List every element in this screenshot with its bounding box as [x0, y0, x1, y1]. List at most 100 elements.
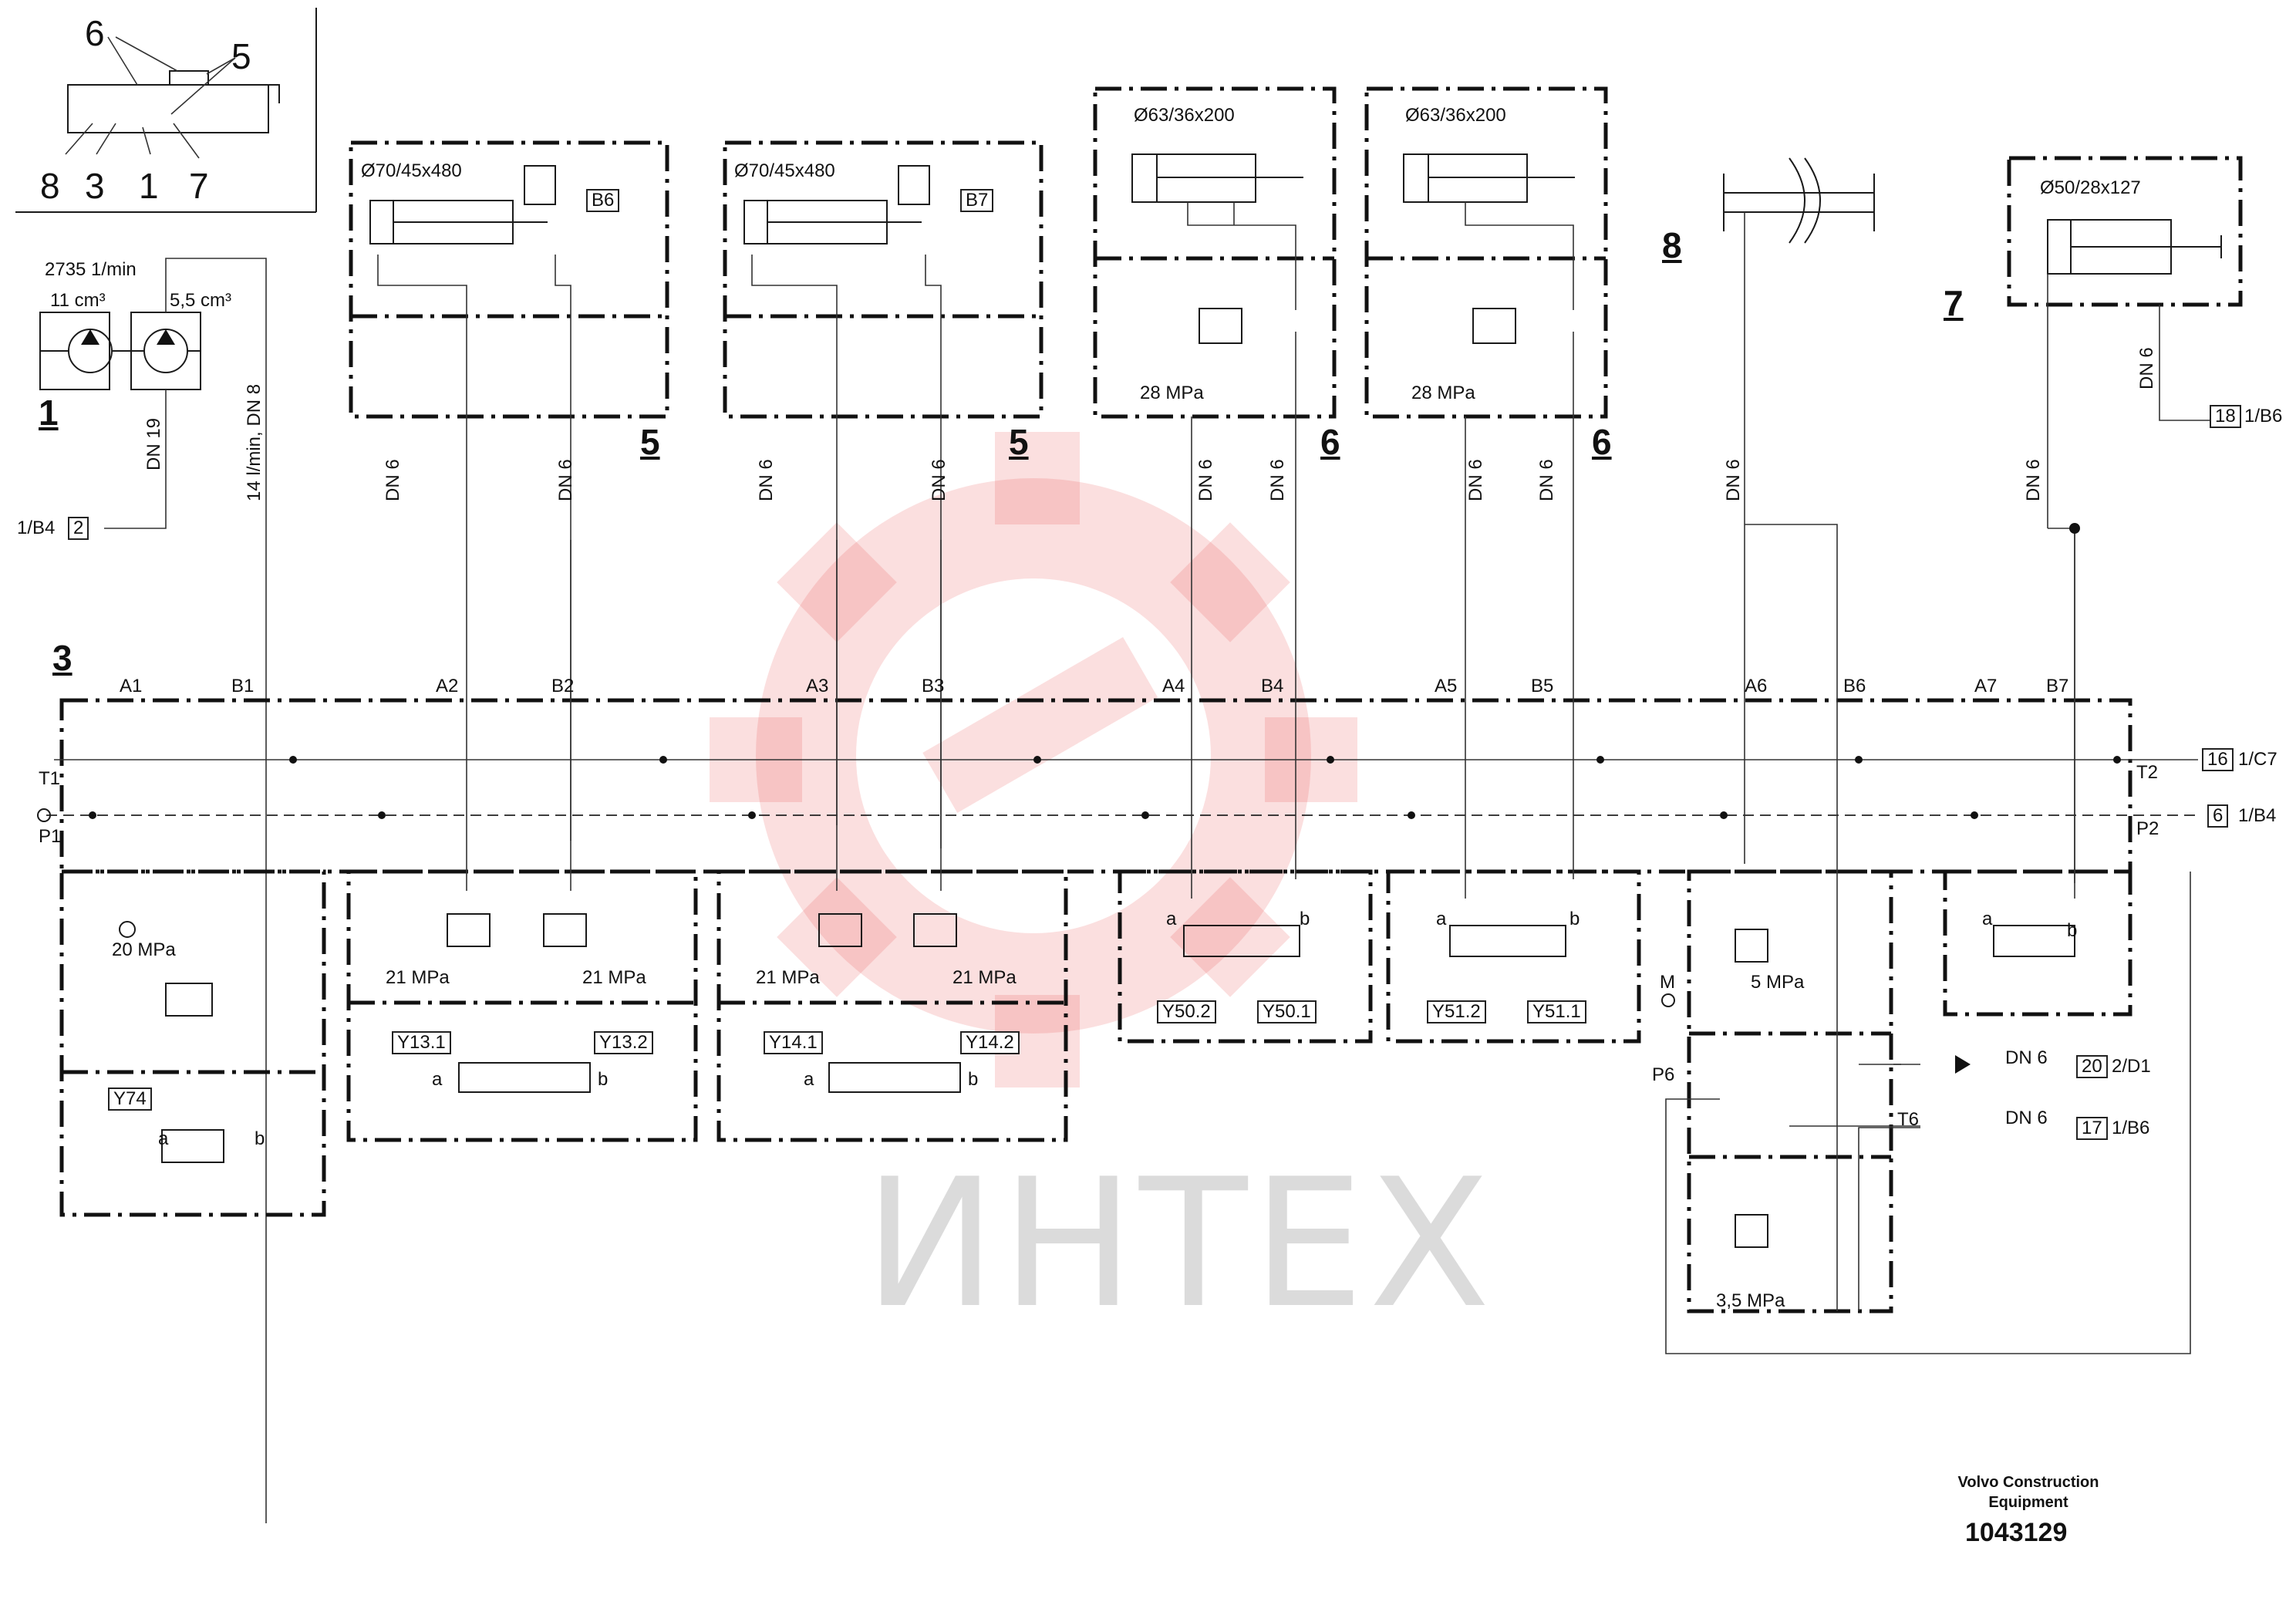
cylinder-box-1: [349, 140, 669, 419]
port-B4: B4: [1261, 676, 1284, 696]
port-A5: A5: [1435, 676, 1458, 696]
valve-spools: [37, 308, 2075, 1248]
cyl1-sensor: B6: [586, 189, 620, 212]
s5-sol-b: Y51.1: [1527, 1000, 1586, 1023]
pump-line-aux: 14 l/min, DN 8: [244, 383, 265, 501]
cylinder-box-4: [1364, 86, 1608, 419]
port-A2: A2: [436, 676, 459, 696]
group-6b: 6: [1592, 422, 1612, 462]
s1-b: b: [255, 1128, 265, 1149]
hose-5: DN 6: [1195, 459, 1216, 501]
s3-b: b: [968, 1069, 979, 1090]
hose-7: DN 6: [1465, 459, 1486, 501]
pump-disp-1: 11 cm³: [50, 290, 106, 311]
pump-disp-2: 5,5 cm³: [170, 290, 232, 311]
group-6a: 6: [1320, 422, 1340, 462]
s1-a: a: [158, 1128, 169, 1149]
port-B7: B7: [2046, 676, 2069, 696]
cyl3-relief: 28 MPa: [1140, 383, 1204, 403]
ref-20-hose: DN 6: [2005, 1047, 2048, 1068]
ref-18-label: 1/B6: [2244, 406, 2283, 427]
port-P6: P6: [1652, 1064, 1675, 1085]
s1-relief: 20 MPa: [112, 939, 176, 960]
hose-1: DN 6: [383, 459, 403, 501]
s4-sol-a: Y50.2: [1157, 1000, 1216, 1023]
ref-16: 16: [2202, 748, 2234, 771]
s2-relief-l: 21 MPa: [386, 967, 450, 988]
junction-dots: [89, 756, 2121, 819]
s7-a: a: [1982, 909, 1993, 929]
ref-6: 6: [2207, 804, 2229, 828]
port-B2: B2: [551, 676, 575, 696]
s3-relief-l: 21 MPa: [756, 967, 820, 988]
s3-a: a: [804, 1069, 814, 1090]
port-B5: B5: [1531, 676, 1554, 696]
port-B1: B1: [231, 676, 255, 696]
hose-9: DN 6: [1723, 459, 1744, 501]
hose-8: DN 6: [1536, 459, 1557, 501]
pump-line-main: DN 19: [143, 417, 164, 470]
port-M: M: [1660, 972, 1675, 993]
ref-16-label: 1/C7: [2238, 749, 2277, 770]
cyl2-sensor: B7: [960, 189, 994, 212]
s5-b: b: [1569, 909, 1580, 929]
valve-bank: [46, 698, 2198, 1313]
s1-solenoid: Y74: [108, 1088, 152, 1111]
port-T2: T2: [2136, 762, 2159, 783]
hose-10: DN 6: [2023, 459, 2044, 501]
footer-company-2: Equipment: [1988, 1494, 2068, 1511]
legend-sketch: [15, 8, 317, 213]
port-B6: B6: [1843, 676, 1866, 696]
hose-2: DN 6: [555, 459, 576, 501]
ref-17: 17: [2076, 1117, 2108, 1140]
callout-8: 8: [40, 166, 60, 206]
port-A3: A3: [806, 676, 829, 696]
cyl2-dim: Ø70/45x480: [734, 160, 835, 181]
ref-20: 20: [2076, 1055, 2108, 1078]
pump-symbol: [39, 258, 267, 1523]
doc-number: 1043129: [1965, 1518, 2068, 1547]
s2-sol-a: Y13.1: [392, 1031, 451, 1054]
s7-b: b: [2067, 920, 2078, 941]
watermark-gear-icon: [710, 432, 1357, 1088]
cyl4-relief: 28 MPa: [1411, 383, 1475, 403]
ref-6-label: 1/B4: [2238, 805, 2277, 826]
callout-3: 3: [85, 166, 105, 206]
s3-sol-b: Y14.2: [960, 1031, 1020, 1054]
cyl7-dim: Ø50/28x127: [2040, 177, 2141, 198]
s6-relief-lo: 3,5 MPa: [1716, 1290, 1785, 1311]
cyl1-dim: Ø70/45x480: [361, 160, 462, 181]
pump-ref-num: 2: [68, 517, 89, 540]
label-1: 1: [39, 393, 59, 433]
callout-6: 6: [85, 13, 105, 53]
work-lines: [377, 202, 2210, 1354]
s3-sol-a: Y14.1: [764, 1031, 823, 1054]
port-P1: P1: [39, 826, 62, 847]
pump-ref-label: 1/B4: [17, 518, 56, 538]
s2-sol-b: Y13.2: [594, 1031, 653, 1054]
footer-company-1: Volvo Construction: [1957, 1474, 2099, 1491]
cyl4-dim: Ø63/36x200: [1405, 105, 1506, 126]
s4-sol-b: Y50.1: [1257, 1000, 1317, 1023]
ref-17-hose: DN 6: [2005, 1108, 2048, 1128]
group-7: 7: [1944, 283, 1964, 323]
port-T6: T6: [1897, 1109, 1920, 1130]
port-A7: A7: [1974, 676, 1998, 696]
cylinder-box-3: [1093, 86, 1337, 419]
cyl3-dim: Ø63/36x200: [1134, 105, 1235, 126]
s6-relief-hi: 5 MPa: [1751, 972, 1805, 993]
hose-11: DN 6: [2136, 347, 2157, 389]
s4-a: a: [1166, 909, 1177, 929]
group-5b: 5: [1009, 422, 1029, 462]
callout-1: 1: [139, 166, 159, 206]
port-A1: A1: [120, 676, 143, 696]
group-5a: 5: [640, 422, 660, 462]
s3-relief-r: 21 MPa: [952, 967, 1017, 988]
ref-18: 18: [2210, 405, 2241, 428]
swivel-symbol: [1723, 157, 1875, 779]
s2-a: a: [432, 1069, 443, 1090]
callout-7: 7: [189, 166, 209, 206]
s4-b: b: [1300, 909, 1310, 929]
watermark-text: ИНТЕХ: [864, 1141, 1495, 1347]
cylinder-box-2: [723, 140, 1043, 419]
